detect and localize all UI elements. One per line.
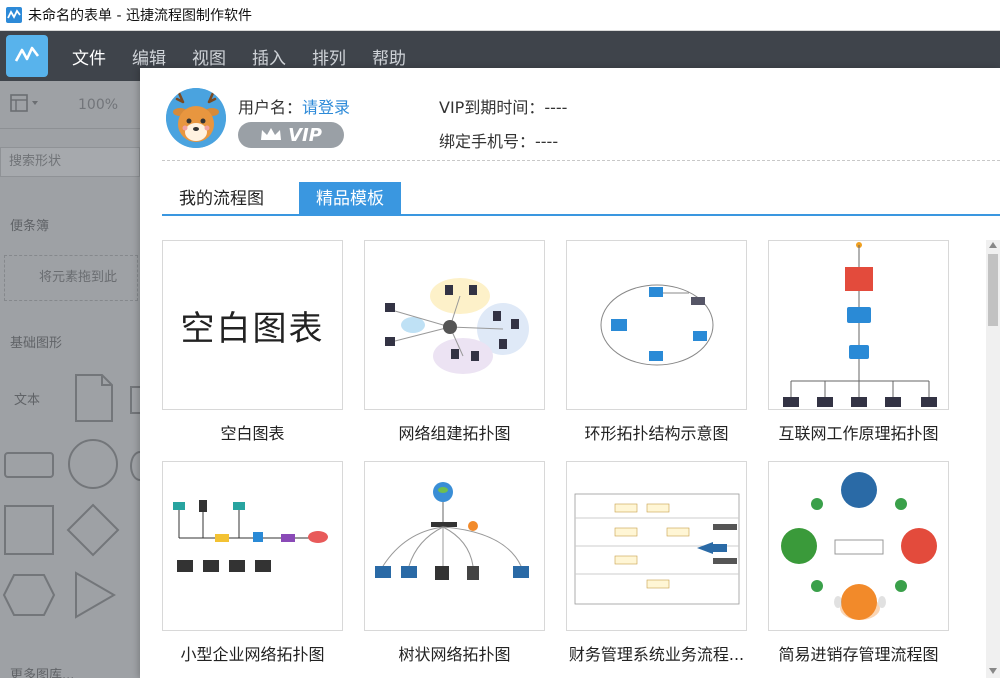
template-card-network-build[interactable]: 网络组建拓扑图	[364, 240, 545, 444]
vip-badge[interactable]: VIP	[238, 122, 344, 148]
zoom-level[interactable]: 100%	[78, 96, 119, 113]
template-thumbnail[interactable]	[162, 461, 343, 631]
tab-premium-templates[interactable]: 精品模板	[299, 182, 401, 216]
deer-avatar	[166, 88, 226, 148]
template-card-ring-topology[interactable]: 环形拓扑结构示意图	[566, 240, 747, 444]
phone-bind-text: 绑定手机号：----	[439, 132, 559, 151]
menu-insert[interactable]: 插入	[252, 48, 286, 69]
watermark-logo	[760, 590, 960, 640]
template-caption[interactable]: 小型企业网络拓扑图	[180, 645, 325, 664]
square-shape[interactable]	[4, 505, 54, 555]
template-caption[interactable]: 树状网络拓扑图	[398, 645, 511, 664]
drop-hint: 将元素拖到此	[4, 255, 138, 301]
document-shape[interactable]	[74, 373, 114, 423]
template-thumbnail[interactable]: 空白图表	[162, 240, 343, 410]
blank-thumb-text: 空白图表	[180, 308, 325, 349]
template-dialog: 用户名：请登录 VIP VIP到期时间：---- 绑定手机号：---- 我的流程…	[140, 68, 1000, 678]
template-caption[interactable]: 简易进销存管理流程图	[778, 645, 939, 664]
notes-section-title[interactable]: 便条簿	[10, 219, 50, 234]
title-bar: 未命名的表单 - 迅捷流程图制作软件	[0, 0, 1000, 31]
template-card-internet-principle[interactable]: 互联网工作原理拓扑图	[768, 240, 949, 444]
vip-expire-text: VIP到期时间：----	[439, 98, 568, 117]
tab-my-flowcharts[interactable]: 我的流程图	[179, 189, 264, 209]
scroll-down-icon[interactable]	[989, 668, 997, 674]
crown-icon	[260, 125, 282, 146]
rounded-rect-shape[interactable]	[4, 452, 54, 478]
separator	[162, 160, 1000, 161]
template-caption[interactable]: 空白图表	[220, 424, 285, 443]
menu-help[interactable]: 帮助	[372, 48, 406, 69]
basic-shapes-title[interactable]: 基础图形	[10, 336, 63, 351]
scroll-up-icon[interactable]	[989, 242, 997, 248]
more-shapes-link[interactable]: 更多图库...	[10, 668, 75, 678]
menu-file[interactable]: 文件	[72, 48, 106, 69]
login-link[interactable]: 请登录	[302, 98, 351, 117]
template-thumbnail[interactable]	[364, 240, 545, 410]
tab-bar: 我的流程图 精品模板	[162, 182, 1000, 216]
vip-label: VIP	[288, 124, 322, 146]
template-card-inventory-flow[interactable]: 简易进销存管理流程图	[768, 461, 949, 665]
window-title: 未命名的表单 - 迅捷流程图制作软件	[28, 8, 252, 24]
template-thumbnail[interactable]	[566, 240, 747, 410]
logo-icon[interactable]	[6, 35, 48, 77]
text-shape[interactable]: 文本	[14, 393, 41, 408]
template-card-small-business[interactable]: 小型企业网络拓扑图	[162, 461, 343, 665]
template-thumbnail[interactable]	[768, 240, 949, 410]
menu-view[interactable]: 视图	[192, 48, 226, 69]
template-caption[interactable]: 财务管理系统业务流程...	[568, 645, 745, 664]
triangle-shape[interactable]	[72, 571, 118, 619]
menu-arrange[interactable]: 排列	[312, 48, 346, 69]
template-scrollbar[interactable]	[986, 240, 1000, 678]
hexagon-shape[interactable]	[2, 573, 56, 617]
username-row: 用户名：请登录	[238, 94, 350, 118]
template-card-blank[interactable]: 空白图表 空白图表	[162, 240, 343, 444]
template-thumbnail[interactable]	[364, 461, 545, 631]
template-thumbnail[interactable]	[768, 461, 949, 631]
menu-edit[interactable]: 编辑	[132, 48, 166, 69]
template-caption[interactable]: 网络组建拓扑图	[398, 424, 511, 443]
username-label: 用户名：	[238, 98, 303, 117]
shape-search-input[interactable]: 搜索形状	[0, 147, 140, 177]
left-panel: 100% 搜索形状 便条簿 将元素拖到此 基础图形 文本 更多图库...	[0, 81, 140, 678]
template-thumbnail[interactable]	[566, 461, 747, 631]
circle-shape[interactable]	[68, 439, 118, 489]
ellipse-shape-partial[interactable]	[130, 451, 140, 481]
toolbar: 100%	[0, 81, 140, 129]
template-card-finance-flow[interactable]: 财务管理系统业务流程...	[566, 461, 747, 665]
app-icon	[6, 7, 22, 23]
template-card-tree-topology[interactable]: 树状网络拓扑图	[364, 461, 545, 665]
layout-icon[interactable]	[10, 93, 40, 116]
shape-partial[interactable]	[130, 386, 140, 414]
diamond-shape[interactable]	[66, 503, 120, 557]
template-caption[interactable]: 环形拓扑结构示意图	[584, 424, 729, 443]
scroll-thumb[interactable]	[988, 254, 998, 326]
template-caption[interactable]: 互联网工作原理拓扑图	[778, 424, 939, 443]
